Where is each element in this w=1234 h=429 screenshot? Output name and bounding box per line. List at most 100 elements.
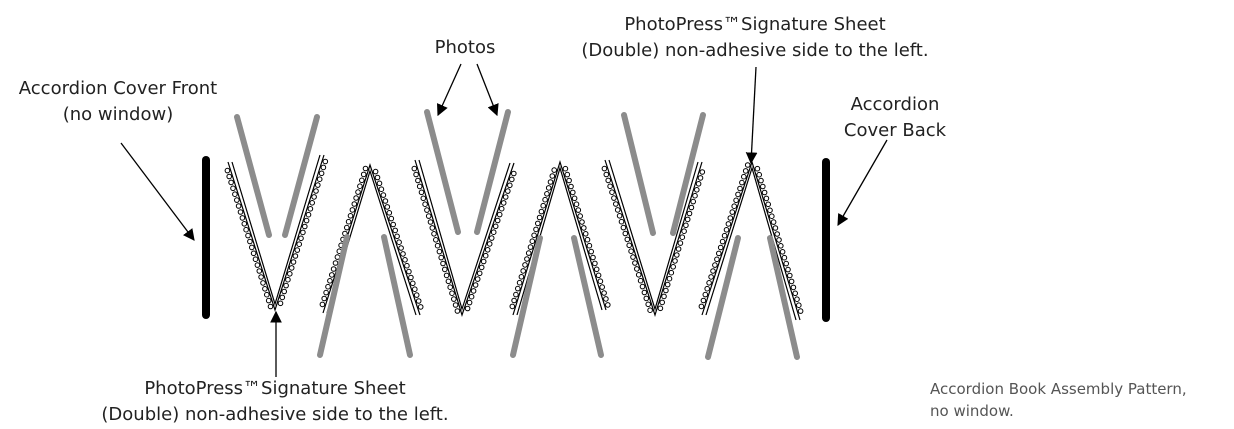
adhesive-dot (492, 223, 499, 230)
adhesive-dot (411, 165, 418, 172)
adhesive-dot (723, 227, 730, 233)
adhesive-dot (593, 266, 600, 273)
adhesive-dot (321, 295, 328, 302)
signature-sheet-inner (705, 165, 797, 321)
adhesive-dot (250, 250, 257, 257)
adhesive-dot (659, 299, 666, 306)
adhesive-dot (355, 189, 361, 195)
adhesive-dot (697, 175, 704, 181)
adhesive-dot (388, 215, 395, 222)
adhesive-dot (620, 224, 627, 231)
adhesive-dot (484, 247, 491, 253)
signature-sheet-inner (418, 159, 511, 312)
adhesive-dot (714, 256, 720, 263)
adhesive-dot (228, 179, 234, 186)
adhesive-dot (776, 237, 782, 243)
adhesive-dot (584, 236, 591, 243)
adhesive-dot (666, 275, 673, 282)
adhesive-dot (258, 274, 264, 280)
adhesive-dot (605, 177, 612, 184)
photo-strip (767, 235, 800, 360)
adhesive-dot (568, 183, 574, 190)
adhesive-dot (603, 171, 610, 178)
label-cover-back-line2: Cover Back (843, 120, 947, 141)
signature-sheet (227, 154, 325, 312)
photo-strip (234, 114, 272, 238)
adhesive-dot (406, 268, 412, 275)
adhesive-dot (454, 308, 461, 314)
adhesive-dot (674, 252, 680, 258)
label-photos-text: Photos (434, 37, 496, 58)
adhesive-dot (412, 286, 418, 293)
adhesive-dot (392, 227, 399, 234)
adhesive-dot (628, 248, 634, 254)
adhesive-dot (664, 281, 671, 288)
adhesive-dot (716, 250, 722, 257)
adhesive-dot (647, 307, 653, 314)
adhesive-dot (683, 222, 689, 229)
adhesive-dot (582, 231, 589, 237)
adhesive-dot (670, 264, 677, 270)
label-sheet-bottom-line2: (Double) non-adhesive side to the left. (101, 404, 449, 425)
adhesive-dot (549, 173, 556, 179)
adhesive-dot (265, 297, 272, 304)
adhesive-dot (692, 192, 698, 199)
adhesive-dot (520, 268, 527, 274)
adhesive-dot (538, 208, 545, 215)
adhesive-dot (482, 252, 489, 259)
adhesive-dot (443, 272, 450, 279)
adhesive-dot (327, 278, 333, 284)
adhesive-dot (380, 192, 387, 198)
signature-sheet-inner (231, 154, 321, 307)
signature-sheet (322, 163, 421, 316)
adhesive-dot (436, 248, 443, 255)
label-sheet-bottom: PhotoPress™Signature Sheet (Double) non-… (80, 376, 470, 428)
photo-strip (474, 109, 511, 235)
adhesive-dot (588, 248, 595, 255)
adhesive-dot (611, 195, 617, 201)
adhesive-dot (474, 276, 481, 282)
adhesive-dot (509, 303, 516, 310)
adhesive-dot (603, 296, 609, 302)
adhesive-dot (252, 256, 259, 263)
adhesive-dot (579, 219, 585, 225)
adhesive-dot (224, 167, 231, 174)
adhesive-dot (744, 162, 751, 168)
adhesive-dot (235, 203, 242, 209)
adhesive-dot (305, 211, 312, 218)
adhesive-dot (710, 268, 716, 274)
adhesive-dot (413, 171, 419, 178)
adhesive-dot (542, 196, 548, 203)
adhesive-dot (694, 187, 700, 193)
adhesive-dot (741, 173, 747, 180)
adhesive-dot (243, 226, 249, 233)
adhesive-dot (287, 271, 293, 277)
adhesive-dot (470, 288, 477, 294)
adhesive-dot (511, 170, 517, 177)
label-cover-front: Accordion Cover Front (no window) (0, 76, 236, 128)
adhesive-dot (632, 260, 638, 266)
adhesive-dot (256, 268, 263, 274)
adhesive-dot (396, 239, 402, 245)
adhesive-dot (663, 287, 669, 294)
adhesive-dot (376, 180, 383, 187)
adhesive-dot (494, 217, 501, 224)
label-sheet-top-line2: (Double) non-adhesive side to the left. (581, 40, 929, 61)
adhesive-dot (781, 254, 788, 261)
adhesive-dot (551, 167, 558, 173)
adhesive-dot (433, 237, 439, 243)
adhesive-dot (413, 292, 420, 298)
caption-line1: Accordion Book Assembly Pattern, (930, 380, 1187, 398)
adhesive-dot (575, 207, 582, 213)
label-cover-front-line1: Accordion Cover Front (18, 78, 218, 99)
adhesive-dot (425, 213, 432, 219)
adhesive-dot (754, 165, 761, 172)
photo-strip (317, 234, 350, 358)
adhesive-dot (699, 169, 706, 175)
adhesive-dot (298, 235, 304, 242)
adhesive-dot (525, 250, 532, 256)
adhesive-dot (329, 272, 335, 278)
adhesive-dot (360, 171, 367, 178)
adhesive-dot (544, 191, 550, 197)
